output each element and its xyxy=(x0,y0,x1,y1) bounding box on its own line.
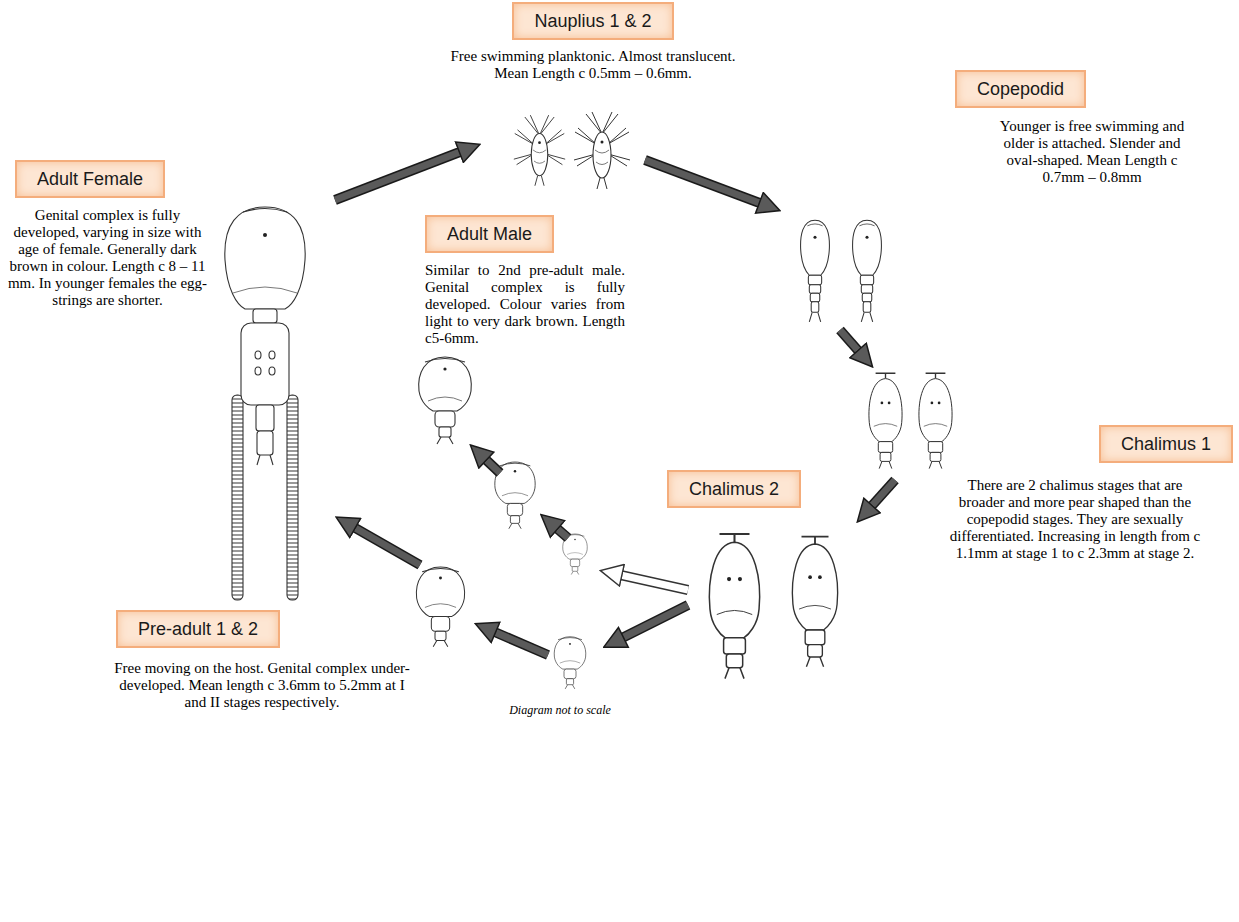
stage-box: Chalimus 1There are 2 chalimus stages th… xyxy=(945,425,1205,562)
adult-female-figure xyxy=(225,207,305,600)
stage-heading: Adult Male xyxy=(425,215,554,253)
stage-box: Chalimus 2 xyxy=(667,470,827,508)
pre-adult-figure xyxy=(563,534,588,575)
stage-description: Free moving on the host. Genital complex… xyxy=(112,660,412,711)
stage-description: Genital complex is fully developed, vary… xyxy=(5,207,210,309)
stage-box: CopepodidYounger is free swimming and ol… xyxy=(992,70,1192,186)
stage-description: Free swimming planktonic. Almost translu… xyxy=(438,48,748,82)
cycle-arrow xyxy=(335,150,465,200)
nauplius-figure xyxy=(574,112,630,189)
cycle-arrows xyxy=(335,150,895,655)
cycle-arrow xyxy=(868,480,895,510)
stage-box: Adult MaleSimilar to 2nd pre-adult male.… xyxy=(425,215,625,347)
stage-box: Pre-adult 1 & 2 Free moving on the host. … xyxy=(112,610,412,711)
cycle-arrow xyxy=(553,525,568,538)
stage-heading: Chalimus 1 xyxy=(1099,425,1233,463)
stage-description: Similar to 2nd pre-adult male. Genital c… xyxy=(425,262,625,347)
copepodid-figure xyxy=(801,220,830,322)
stage-box: Adult FemaleGenital complex is fully dev… xyxy=(5,160,210,309)
chalimus-figure xyxy=(919,373,952,468)
copepodid-figure xyxy=(853,220,882,322)
chalimus-figure xyxy=(709,534,759,679)
pre-adult-figure xyxy=(554,637,586,689)
cycle-arrow xyxy=(616,574,688,590)
stage-description: Younger is free swimming and older is at… xyxy=(992,118,1192,186)
stage-heading: Copepodid xyxy=(955,70,1086,108)
stage-heading: Pre-adult 1 & 2 xyxy=(116,610,280,648)
stage-heading: Adult Female xyxy=(15,160,165,198)
adult-male-figure xyxy=(419,357,472,444)
cycle-arrow xyxy=(490,630,548,655)
cycle-arrow xyxy=(618,605,688,640)
cycle-arrow xyxy=(840,330,862,355)
stage-heading: Chalimus 2 xyxy=(667,470,801,508)
cycle-arrow xyxy=(645,160,765,205)
chalimus-figure xyxy=(869,373,902,468)
stage-heading: Nauplius 1 & 2 xyxy=(512,2,673,40)
cycle-arrow xyxy=(350,525,420,565)
stage-box: Nauplius 1 & 2 Free swimming planktonic. … xyxy=(438,2,748,82)
pre-adult-figure xyxy=(416,567,464,647)
cycle-arrow xyxy=(482,456,500,473)
stage-description: There are 2 chalimus stages that are bro… xyxy=(945,477,1205,562)
chalimus-figure xyxy=(792,537,837,667)
scale-note: Diagram not to scale xyxy=(480,703,640,718)
nauplius-figure xyxy=(514,115,565,186)
louse-figures xyxy=(225,112,952,689)
